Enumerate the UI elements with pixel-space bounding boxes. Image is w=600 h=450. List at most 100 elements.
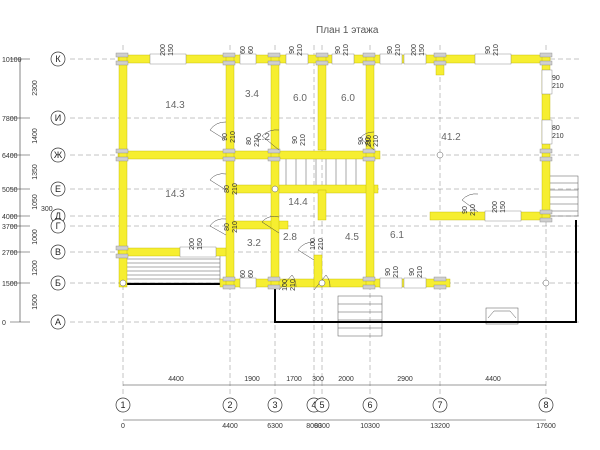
row-axis-letter: И	[55, 113, 61, 123]
svg-text:210: 210	[417, 266, 424, 278]
svg-text:90: 90	[358, 137, 365, 145]
svg-text:200: 200	[189, 238, 196, 250]
svg-text:210: 210	[318, 238, 325, 250]
column-coordinate: 17600	[536, 423, 556, 430]
column-dimension-value: 4400	[485, 376, 501, 383]
svg-text:90: 90	[462, 206, 469, 214]
bottom-ruler	[123, 384, 546, 421]
svg-text:100: 100	[282, 279, 289, 291]
row-dimension-value: 1000	[32, 229, 39, 245]
svg-text:90: 90	[292, 136, 299, 144]
svg-text:210: 210	[290, 279, 297, 291]
column-dimension-value: 2000	[338, 376, 354, 383]
row-axis-letter: Б	[55, 278, 61, 288]
svg-text:60: 60	[248, 46, 255, 54]
column-coordinate: 8300	[314, 423, 330, 430]
svg-text:210: 210	[297, 44, 304, 56]
svg-text:90: 90	[409, 268, 416, 276]
svg-text:90: 90	[387, 46, 394, 54]
row-axis-bubble	[50, 244, 66, 260]
svg-text:210: 210	[300, 134, 307, 146]
row-axis-letter: Д	[55, 211, 61, 221]
room-area: 4.5	[345, 232, 359, 243]
svg-text:210: 210	[343, 44, 350, 56]
column-coordinate: 10300	[360, 423, 380, 430]
row-axis-bubble	[50, 147, 66, 163]
svg-text:210: 210	[393, 266, 400, 278]
row-axis-letter: А	[55, 317, 61, 327]
row-level-label: 1500	[2, 281, 18, 288]
svg-text:210: 210	[230, 131, 237, 143]
column-axis-bubble	[115, 397, 131, 413]
room-area: 14.4	[288, 197, 308, 208]
svg-text:90: 90	[385, 268, 392, 276]
row-axis-letter: Ж	[54, 150, 63, 160]
column-coordinate: 0	[121, 423, 125, 430]
log-joints	[115, 52, 553, 290]
column-dimension-value: 4400	[168, 376, 184, 383]
column-axis-bubble	[267, 397, 283, 413]
room-area: 6.1	[390, 230, 404, 241]
column-axis-number: 1	[120, 400, 125, 410]
room-area: 2.2	[256, 132, 270, 143]
svg-text:90: 90	[335, 46, 342, 54]
svg-text:150: 150	[197, 238, 204, 250]
row-level-label: 7800	[2, 116, 18, 123]
svg-text:200: 200	[411, 44, 418, 56]
column-dimension-value: 1900	[244, 376, 260, 383]
column-coordinate: 6300	[267, 423, 283, 430]
row-axis-bubble	[50, 110, 66, 126]
row-dimension-extra: 300	[41, 206, 53, 213]
column-axis-bubble	[362, 397, 378, 413]
room-area: 2.8	[283, 232, 297, 243]
svg-text:90: 90	[222, 133, 229, 141]
row-axis-letter: К	[55, 54, 61, 64]
svg-text:60: 60	[248, 270, 255, 278]
svg-text:210: 210	[366, 135, 373, 147]
row-level-label: 3700	[2, 224, 18, 231]
level-ruler	[10, 58, 30, 323]
column-coordinate: 4400	[222, 423, 238, 430]
column-axis-bubble	[432, 397, 448, 413]
svg-text:210: 210	[232, 221, 239, 233]
svg-text:90: 90	[485, 46, 492, 54]
column-axis-number: 3	[272, 400, 277, 410]
column-axis-number: 5	[319, 400, 324, 410]
column-dimension-value: 1700	[286, 376, 302, 383]
column-dimension-value: 300	[312, 376, 324, 383]
svg-text:150: 150	[500, 201, 507, 213]
room-area: 6.0	[341, 93, 355, 104]
column-axis-number: 8	[543, 400, 548, 410]
row-level-label: 5050	[2, 187, 18, 194]
svg-text:80: 80	[552, 125, 560, 132]
row-dimension-value: 1500	[32, 294, 39, 310]
row-axis-letter: Г	[56, 221, 61, 231]
row-dimension-value: 1400	[32, 128, 39, 144]
svg-text:80: 80	[224, 185, 231, 193]
svg-text:90: 90	[289, 46, 296, 54]
room-area: 3.4	[245, 89, 259, 100]
svg-text:200: 200	[160, 44, 167, 56]
svg-text:210: 210	[254, 135, 261, 147]
svg-text:60: 60	[240, 270, 247, 278]
svg-text:210: 210	[493, 44, 500, 56]
svg-text:60: 60	[240, 46, 247, 54]
